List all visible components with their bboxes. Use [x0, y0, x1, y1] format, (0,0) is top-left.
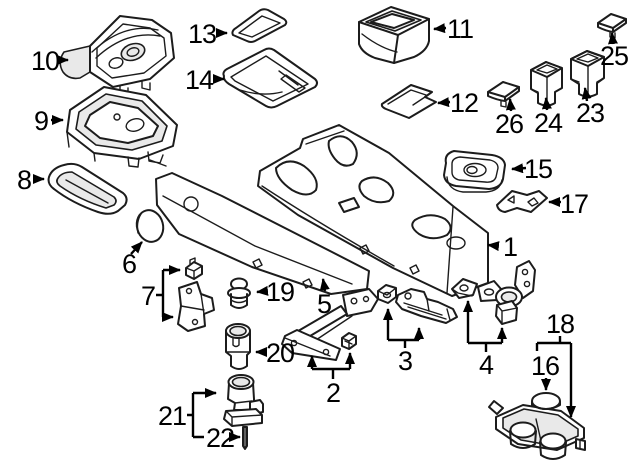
callout-18: 18 — [546, 309, 574, 339]
callout-leaders — [33, 23, 618, 442]
part-bracket-4 — [477, 260, 536, 325]
callout-arrow-26 — [505, 98, 516, 112]
part-trim-plate-small — [231, 8, 288, 43]
callout-9: 9 — [34, 106, 48, 136]
part-trim-plate-large — [222, 47, 318, 109]
callout-6: 6 — [122, 249, 136, 279]
part-clip-3 — [377, 284, 397, 304]
part-bracket-3 — [395, 288, 458, 324]
callout-arrow-19 — [256, 285, 269, 296]
part-plate-4 — [451, 278, 478, 299]
callout-22: 22 — [206, 423, 234, 453]
callout-bracket-7 — [156, 270, 165, 317]
part-console-top-trim — [59, 15, 175, 96]
part-tray-15 — [443, 150, 506, 193]
callout-bracket-3 — [388, 338, 419, 348]
callout-26: 26 — [495, 109, 523, 139]
part-lighter-housing — [223, 374, 264, 427]
callout-23: 23 — [576, 98, 604, 128]
callout-25: 25 — [600, 41, 628, 71]
part-clip-7 — [185, 257, 203, 280]
part-switch-blank-24 — [530, 61, 563, 107]
part-pin-22 — [242, 426, 248, 450]
callout-arrow-5 — [319, 278, 330, 292]
callout-24: 24 — [534, 108, 563, 138]
part-cap-26 — [487, 81, 520, 108]
callout-bracket-2 — [312, 367, 350, 379]
callout-15: 15 — [524, 154, 552, 184]
callout-14: 14 — [185, 65, 214, 95]
callout-2: 2 — [326, 378, 340, 408]
callout-5: 5 — [317, 289, 331, 319]
callout-3: 3 — [398, 346, 412, 376]
part-storage-box — [358, 6, 430, 64]
callout-13: 13 — [188, 19, 216, 49]
part-bolt-19 — [227, 277, 251, 309]
callout-1: 1 — [503, 232, 517, 262]
callout-bracket-21 — [187, 393, 204, 439]
part-console-body — [257, 124, 489, 297]
part-side-trim — [47, 162, 128, 215]
part-clip-2 — [341, 332, 357, 350]
callout-16: 16 — [531, 351, 559, 381]
callout-20: 20 — [266, 338, 294, 368]
callout-arrow-15 — [511, 163, 527, 174]
part-storage-bin — [66, 86, 178, 168]
callout-arrow-12 — [437, 97, 451, 108]
callout-arrow-11 — [433, 23, 447, 34]
callout-12: 12 — [450, 88, 478, 118]
callout-arrow-1 — [487, 241, 500, 252]
callout-8: 8 — [17, 165, 31, 195]
callout-bracket-18 — [535, 336, 571, 351]
callout-4: 4 — [479, 350, 494, 380]
callout-7: 7 — [141, 281, 155, 311]
part-liner-mat — [380, 84, 437, 119]
callout-arrow-23 — [581, 87, 592, 102]
callout-11: 11 — [447, 14, 473, 44]
callout-19: 19 — [266, 277, 294, 307]
part-rubber-insert — [531, 392, 561, 410]
callout-bracket-4 — [468, 341, 502, 352]
part-floor-bracket-2 — [281, 288, 379, 361]
callout-arrow-24 — [541, 97, 552, 111]
callout-10: 10 — [31, 46, 59, 76]
part-bracket-7 — [177, 281, 215, 332]
callout-labels: 1 2 3 4 5 6 7 8 9 10 11 12 13 14 15 16 1… — [17, 14, 629, 453]
part-lighter-socket — [225, 323, 251, 370]
part-speaker — [135, 209, 165, 243]
callout-21: 21 — [158, 401, 186, 431]
callout-17: 17 — [560, 189, 588, 219]
callout-arrow-6 — [130, 241, 143, 255]
callout-arrow-25 — [608, 32, 618, 45]
part-bracket-17 — [496, 190, 548, 213]
